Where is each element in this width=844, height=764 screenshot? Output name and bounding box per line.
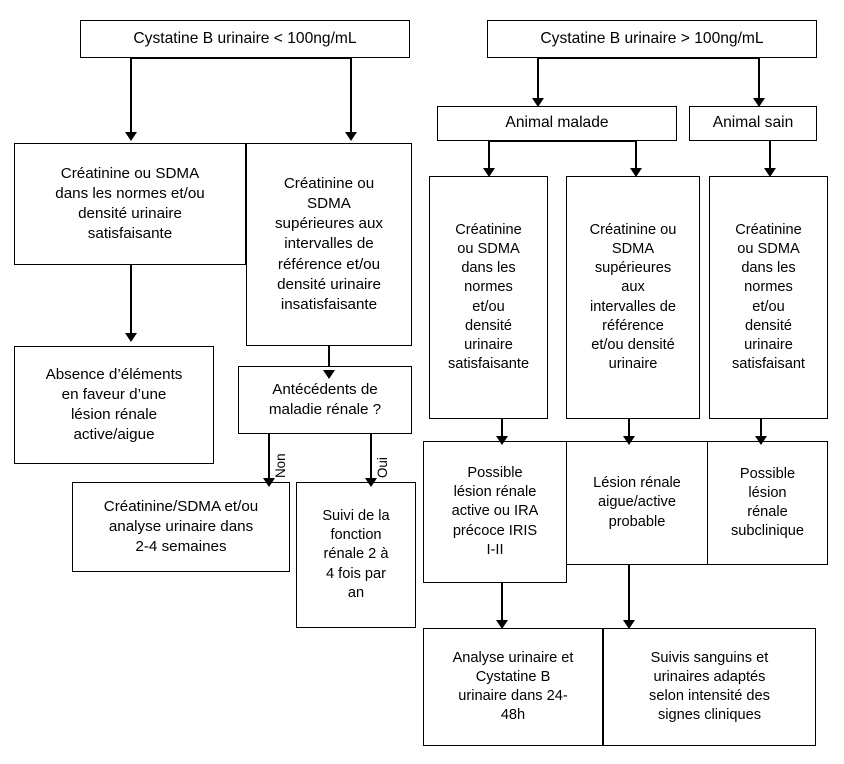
connector-right-root-to-healthy bbox=[758, 57, 760, 101]
connector-left-a1-to-b1 bbox=[130, 265, 132, 335]
arrowhead-right-root-to-sick bbox=[532, 98, 544, 107]
arrowhead-healthy-to-a3 bbox=[764, 168, 776, 177]
arrowhead-sick-to-a1 bbox=[483, 168, 495, 177]
arrowhead-left-a1-to-b1 bbox=[125, 333, 137, 342]
arrowhead-right-a2-to-b2 bbox=[623, 436, 635, 445]
arrowhead-right-b2-to-c2 bbox=[623, 620, 635, 629]
arrowhead-left-root-to-a1 bbox=[125, 132, 137, 141]
connector-right-b1-to-c1 bbox=[501, 583, 503, 624]
node-left-history-question: Antécédents de maladie rénale ? bbox=[238, 366, 412, 434]
node-right-possible-lesion-ira: Possible lésion rénale active ou IRA pré… bbox=[423, 441, 567, 583]
connector-right-b2-to-c2 bbox=[628, 565, 630, 624]
arrowhead-sick-to-a2 bbox=[630, 168, 642, 177]
arrowhead-left-b2-non bbox=[263, 478, 275, 487]
edge-label-oui: Oui bbox=[375, 457, 390, 478]
node-left-normal-results: Créatinine ou SDMA dans les normes et/ou… bbox=[14, 143, 246, 265]
connector-right-a1-to-b1 bbox=[501, 419, 503, 440]
node-right-sick-normal: Créatinine ou SDMA dans les normes et/ou… bbox=[429, 176, 548, 419]
node-left-root: Cystatine B urinaire < 100ng/mL bbox=[80, 20, 410, 58]
connector-left-b2-non bbox=[268, 434, 270, 482]
node-right-healthy-normal: Créatinine ou SDMA dans les normes et/ou… bbox=[709, 176, 828, 419]
arrowhead-left-b2-oui bbox=[365, 478, 377, 487]
node-left-elevated-results: Créatinine ou SDMA supérieures aux inter… bbox=[246, 143, 412, 346]
node-right-urinalysis-24-48h: Analyse urinaire et Cystatine B urinaire… bbox=[423, 628, 603, 746]
connector-left-root-to-a1 bbox=[130, 57, 132, 134]
connector-left-b2-oui bbox=[370, 434, 372, 482]
node-animal-healthy: Animal sain bbox=[689, 106, 817, 141]
node-right-subclinical-lesion: Possible lésion rénale subclinique bbox=[707, 441, 828, 565]
connector-sick-to-a2 bbox=[635, 140, 637, 171]
connector-sick-to-a1 bbox=[488, 140, 490, 171]
node-left-no-evidence: Absence d’éléments en faveur d’une lésio… bbox=[14, 346, 214, 464]
arrowhead-left-a2-to-b2 bbox=[323, 370, 335, 379]
connector-left-root-to-a2 bbox=[350, 57, 352, 134]
connector-right-root-to-sick bbox=[537, 57, 539, 101]
arrowhead-right-b1-to-c1 bbox=[496, 620, 508, 629]
arrowhead-left-root-to-a2 bbox=[345, 132, 357, 141]
connector-right-a3-to-b3 bbox=[760, 419, 762, 440]
arrowhead-right-a1-to-b1 bbox=[496, 436, 508, 445]
node-left-recheck-2-4-weeks: Créatinine/SDMA et/ou analyse urinaire d… bbox=[72, 482, 290, 572]
connector-left-a2-to-b2 bbox=[328, 346, 330, 373]
arrowhead-right-a3-to-b3 bbox=[755, 436, 767, 445]
node-right-sick-elevated: Créatinine ou SDMA supérieures aux inter… bbox=[566, 176, 700, 419]
node-right-lesion-probable: Lésion rénale aigue/active probable bbox=[566, 441, 708, 565]
node-left-monitoring-2-4-per-year: Suivi de la fonction rénale 2 à 4 fois p… bbox=[296, 482, 416, 628]
node-right-root: Cystatine B urinaire > 100ng/mL bbox=[487, 20, 817, 58]
node-animal-sick: Animal malade bbox=[437, 106, 677, 141]
connector-right-a2-to-b2 bbox=[628, 419, 630, 440]
arrowhead-right-root-to-healthy bbox=[753, 98, 765, 107]
node-right-followup-clinical: Suivis sanguins et urinaires adaptés sel… bbox=[603, 628, 816, 746]
connector-healthy-to-a3 bbox=[769, 140, 771, 171]
edge-label-non: Non bbox=[273, 453, 288, 478]
